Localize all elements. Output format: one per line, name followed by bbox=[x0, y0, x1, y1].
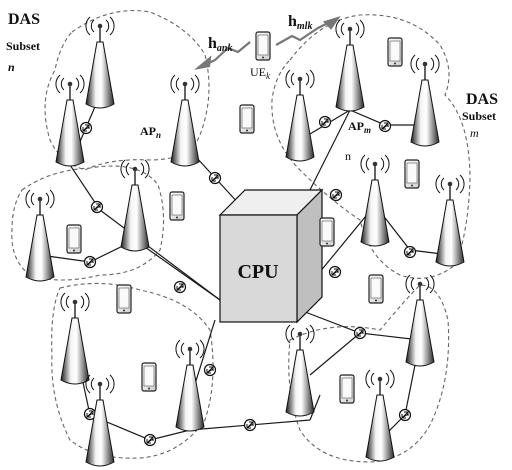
channel-arrow-mlk bbox=[275, 21, 331, 46]
ap-tower bbox=[175, 339, 205, 432]
ap-tower bbox=[85, 374, 115, 467]
labels: DAS Subset n DAS Subset m APn APm UEk ha… bbox=[6, 11, 498, 163]
ap-tower bbox=[285, 324, 315, 417]
ap-tower bbox=[25, 189, 55, 282]
link-tr-to-cpu bbox=[304, 109, 351, 201]
phone-icon bbox=[141, 362, 157, 392]
ue-k-phone bbox=[255, 31, 271, 61]
ap-tower bbox=[405, 274, 435, 367]
channel-arrow-ank-head bbox=[194, 55, 212, 70]
das-left-subset: Subset bbox=[6, 39, 40, 53]
das-right-title: DAS bbox=[466, 91, 498, 108]
link-br-lower bbox=[309, 332, 361, 376]
das-subset-bottom-left-outline bbox=[51, 282, 214, 459]
ap-n-label: APn bbox=[140, 124, 161, 140]
phone-icon bbox=[66, 224, 82, 254]
phone-icon bbox=[239, 104, 255, 134]
ap-n-tower bbox=[170, 74, 200, 167]
phone-icon bbox=[387, 37, 403, 67]
cpu-label: CPU bbox=[237, 261, 278, 283]
das-subset-top-left-outline bbox=[44, 10, 210, 171]
ap-tower bbox=[365, 369, 395, 462]
ap-m-tower bbox=[285, 69, 315, 162]
link-left-branch bbox=[134, 239, 221, 301]
phone-icon bbox=[169, 191, 185, 221]
ap-tower bbox=[60, 292, 90, 385]
link-left-to-cpu bbox=[99, 209, 221, 301]
channel-arrows bbox=[194, 16, 341, 70]
h-ank-label: hank bbox=[208, 35, 232, 54]
cpu-front-face bbox=[219, 214, 298, 323]
small-n-label: n bbox=[345, 149, 351, 163]
das-left-title: DAS bbox=[8, 11, 40, 28]
ap-m-label: APm bbox=[348, 119, 371, 135]
channel-arrow-mlk-head bbox=[322, 16, 341, 30]
ap-tower bbox=[360, 154, 390, 247]
phone-icon bbox=[368, 274, 384, 304]
ap-tower bbox=[435, 174, 465, 267]
ue-k-label: UEk bbox=[250, 65, 271, 81]
das-right-index: m bbox=[470, 126, 479, 140]
das-subset-left-outline bbox=[11, 165, 165, 281]
phone-icon bbox=[116, 284, 132, 314]
ap-tower bbox=[335, 19, 365, 112]
phone-icon bbox=[339, 374, 355, 404]
phone-icon bbox=[319, 217, 335, 247]
h-mlk-label: hmlk bbox=[288, 13, 312, 32]
phone-icon bbox=[404, 159, 420, 189]
link-bottom-to-br bbox=[309, 394, 321, 421]
ap-tower bbox=[410, 54, 440, 147]
ap-tower bbox=[55, 74, 85, 167]
das-left-index: n bbox=[8, 60, 15, 74]
ap-tower bbox=[85, 16, 115, 109]
das-right-subset: Subset bbox=[462, 109, 496, 123]
channel-arrow-ank bbox=[204, 41, 251, 66]
cpu-box: CPU bbox=[218, 188, 324, 324]
